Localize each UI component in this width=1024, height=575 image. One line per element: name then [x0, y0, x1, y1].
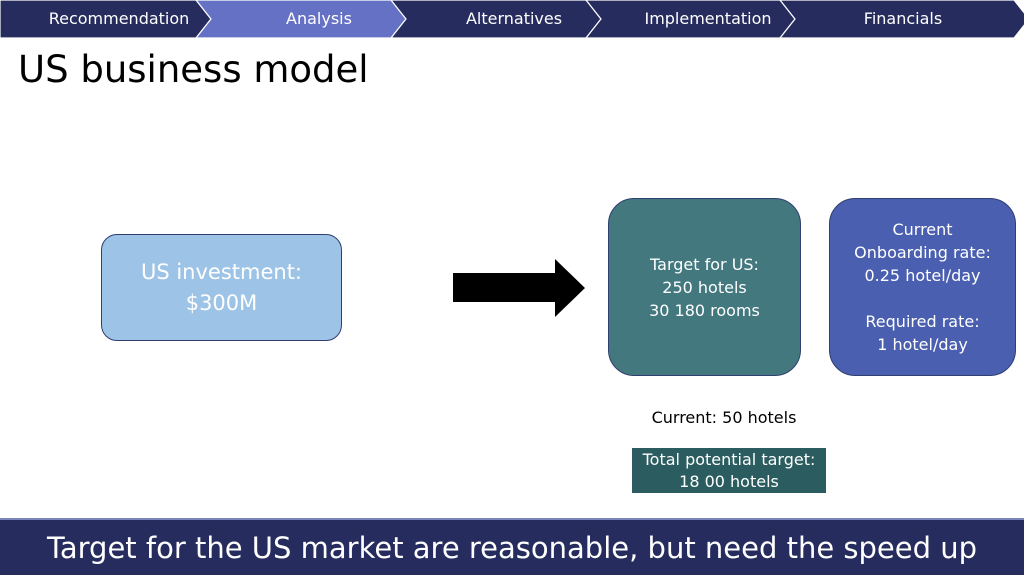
- tab-recommendation[interactable]: Recommendation: [48, 9, 190, 28]
- conclusion-banner: Target for the US market are reasonable,…: [0, 518, 1024, 575]
- target-hotels: 250 hotels: [662, 277, 747, 297]
- rate-current-value: 0.25 hotel/day: [864, 266, 981, 285]
- nav-chevron-3: [390, 0, 602, 38]
- tab-alternatives[interactable]: Alternatives: [465, 9, 563, 28]
- rate-current-label: Current: [892, 220, 953, 239]
- rate-spacer: [854, 287, 991, 310]
- target-rooms: 30 180 rooms: [649, 300, 760, 320]
- potential-label: Total potential target:: [642, 449, 816, 469]
- investment-label: US investment:: [140, 259, 303, 284]
- nav-chevrons: [0, 0, 1024, 38]
- rate-required-value: 1 hotel/day: [877, 335, 968, 354]
- investment-value: $300M: [185, 290, 258, 315]
- right-arrow-icon: [453, 259, 585, 317]
- current-hotels-text: Current: 50 hotels: [651, 408, 797, 427]
- onboarding-rate-box: Current Onboarding rate: 0.25 hotel/day …: [829, 198, 1016, 376]
- investment-box: US investment: $300M: [101, 234, 342, 341]
- potential-target-box: Total potential target: 18 00 hotels: [632, 448, 826, 493]
- nav-chevron-2: [195, 0, 407, 38]
- tab-analysis[interactable]: Analysis: [286, 9, 352, 28]
- conclusion-text: Target for the US market are reasonable,…: [46, 530, 978, 565]
- rate-required-label: Required rate:: [865, 312, 980, 331]
- nav-chevron-5: [779, 0, 1024, 38]
- tab-financials[interactable]: Financials: [863, 9, 943, 28]
- tab-implementation[interactable]: Implementation: [644, 9, 772, 28]
- nav-chevron-4: [585, 0, 796, 38]
- potential-value: 18 00 hotels: [679, 471, 779, 491]
- page-title: US business model: [18, 48, 369, 91]
- rate-onboarding-label: Onboarding rate:: [854, 243, 991, 262]
- nav-bar: Recommendation Analysis Alternatives Imp…: [0, 0, 1024, 38]
- target-label: Target for US:: [650, 254, 759, 274]
- target-box: Target for US: 250 hotels 30 180 rooms: [608, 198, 801, 376]
